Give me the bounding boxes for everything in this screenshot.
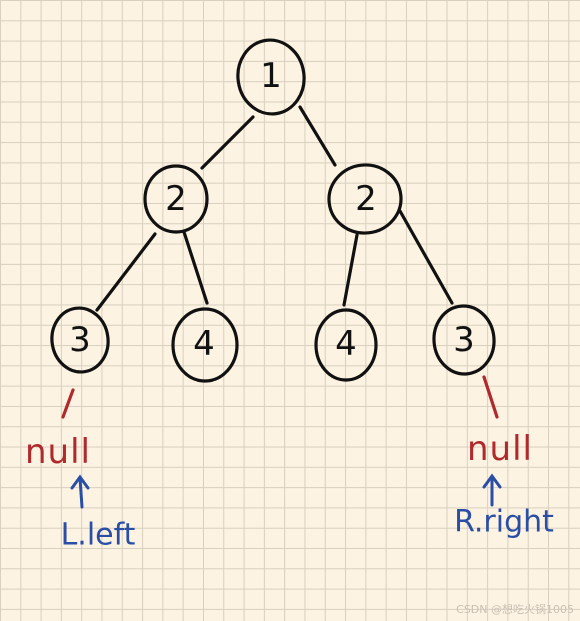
tree-node-left-left: 3	[50, 306, 110, 374]
node-label: 1	[260, 56, 282, 96]
annotation-right: R.right	[454, 473, 554, 540]
up-arrow-icon	[70, 474, 90, 509]
annotation-label: R.right	[454, 505, 554, 540]
annotation-label: L.left	[61, 518, 136, 553]
tree-node-right-left: 4	[314, 308, 378, 382]
watermark: CSDN @想吃火锅1005	[456, 603, 574, 616]
null-marker-right: null	[467, 375, 533, 469]
node-label: 3	[69, 320, 91, 360]
tree-node-right: 2	[327, 163, 403, 235]
tree-node-right-right: 3	[432, 304, 496, 376]
node-label: 3	[453, 320, 475, 360]
edge-root-left	[200, 115, 255, 170]
null-label: null	[25, 432, 91, 472]
edge-left-leftchild	[95, 232, 157, 312]
tree-node-left: 2	[143, 164, 209, 234]
node-label: 4	[335, 324, 357, 364]
up-arrow-icon	[482, 473, 502, 507]
null-tick	[482, 375, 499, 419]
null-tick	[61, 388, 75, 419]
node-label: 4	[193, 324, 215, 364]
node-label: 2	[355, 179, 377, 219]
edge-right-rightchild	[398, 209, 454, 305]
tree-node-root: 1	[236, 38, 306, 116]
edge-left-rightchild	[182, 230, 209, 305]
edge-right-leftchild	[342, 233, 359, 307]
edge-root-right	[298, 105, 337, 167]
null-label: null	[467, 429, 533, 469]
annotation-left: L.left	[61, 474, 136, 553]
node-label: 2	[165, 179, 187, 219]
tree-node-left-right: 4	[171, 307, 239, 383]
null-marker-left: null	[25, 388, 91, 472]
